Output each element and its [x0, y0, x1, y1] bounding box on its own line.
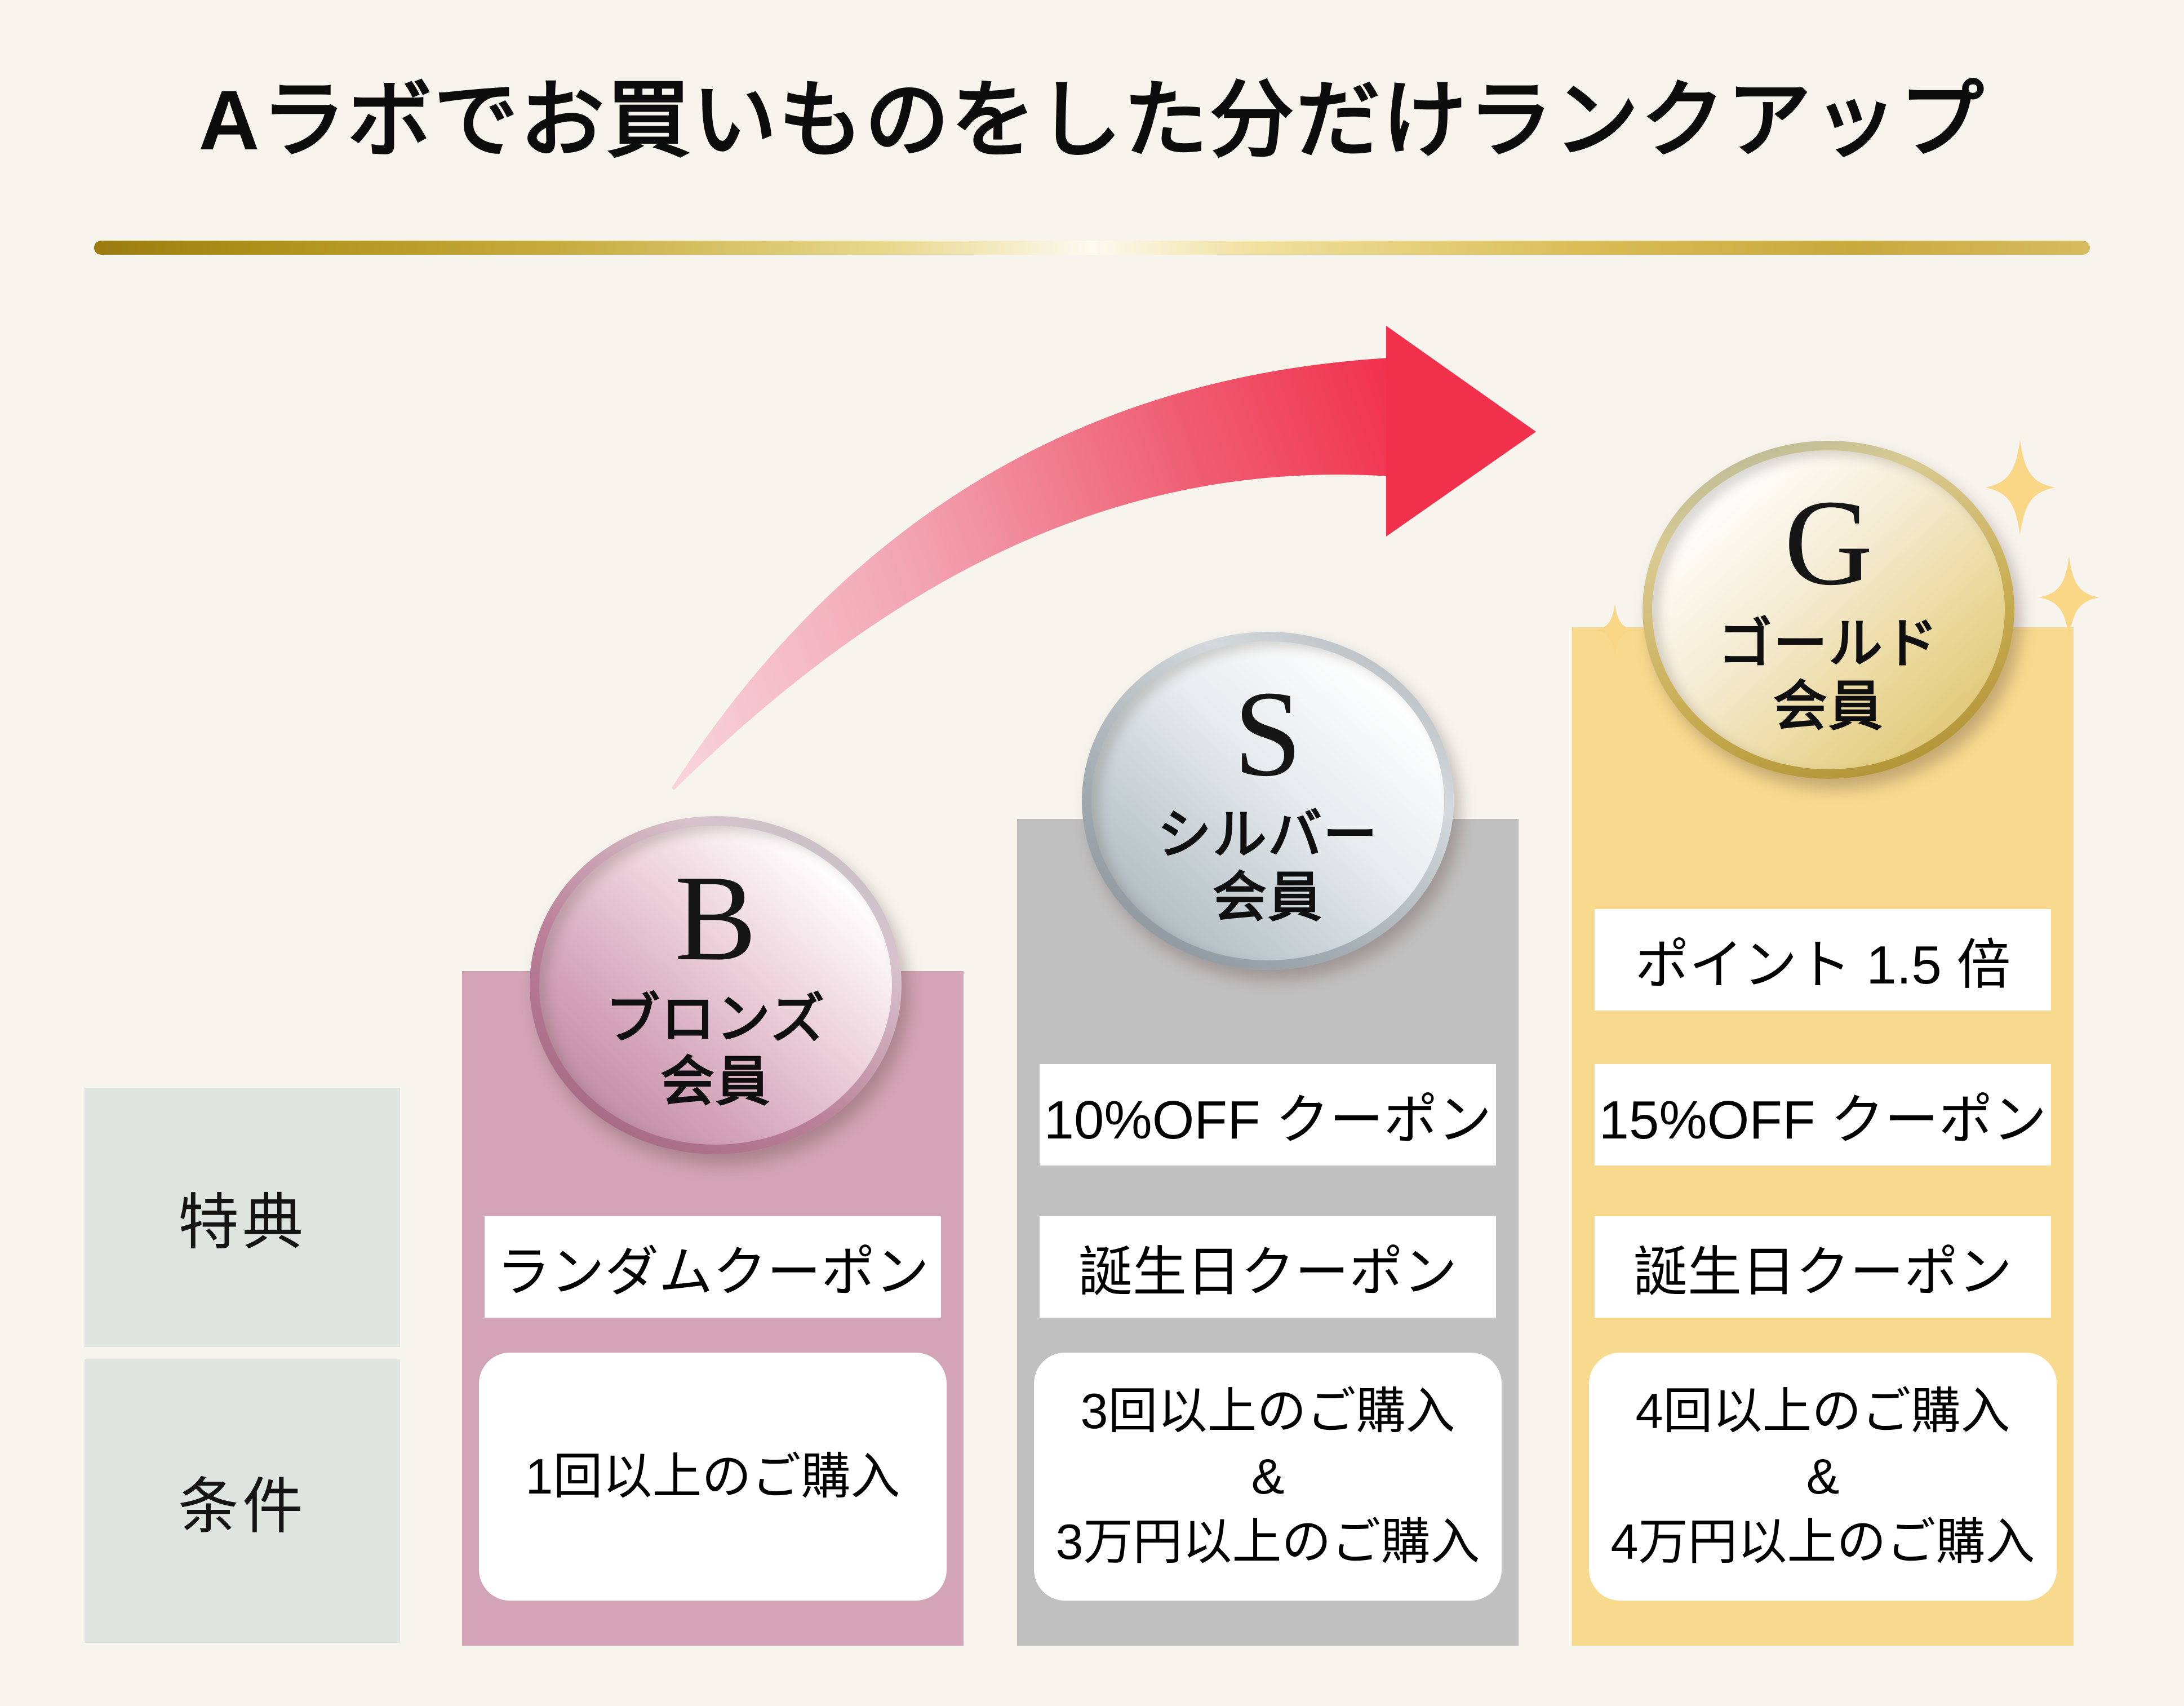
condition-line: 3回以上のご購入: [1080, 1382, 1455, 1439]
page-title: Aラボでお買いものをした分だけランクアップ: [198, 73, 1986, 167]
condition-line: &: [1806, 1448, 1840, 1504]
silver-condition-box: 3回以上のご購入 & 3万円以上のご購入: [1034, 1353, 1502, 1601]
gold-benefit-birthday-coupon: 誕生日クーポン: [1595, 1216, 2051, 1318]
gold-benefit-points: ポイント 1.5 倍: [1595, 909, 2051, 1011]
gold-condition-box: 4回以上のご購入 & 4万円以上のご購入: [1589, 1353, 2057, 1601]
bronze-medal-member: 会員: [660, 1052, 771, 1112]
gold-medal-member: 会員: [1773, 676, 1884, 737]
condition-line: 3万円以上のご購入: [1055, 1514, 1480, 1570]
sparkle-icon: [1985, 440, 2055, 535]
gold-medal-face: G ゴールド 会員: [1652, 450, 2005, 769]
silver-medal-member: 会員: [1213, 867, 1323, 928]
condition-line: &: [1251, 1448, 1285, 1504]
gold-divider-line: [94, 241, 2090, 255]
silver-medal-letter: S: [1233, 666, 1302, 802]
condition-line: 4回以上のご購入: [1635, 1382, 2010, 1439]
bronze-benefit-random-coupon: ランダムクーポン: [485, 1216, 941, 1318]
silver-benefit-coupon-off: 10%OFF クーポン: [1040, 1064, 1496, 1166]
benefit-row-label-box: 特典: [85, 1088, 400, 1347]
condition-line: 1回以上のご購入: [525, 1448, 900, 1504]
silver-medal: S シルバー 会員: [1082, 632, 1454, 970]
condition-row-label: 条件: [177, 1472, 307, 1540]
gold-medal-letter: G: [1784, 475, 1873, 611]
gold-medal: G ゴールド 会員: [1643, 441, 2014, 779]
sparkle-icon: [2039, 556, 2099, 639]
gold-benefit-coupon-off: 15%OFF クーポン: [1595, 1064, 2051, 1166]
bronze-medal-face: B ブロンズ 会員: [539, 826, 892, 1145]
gold-medal-name: ゴールド: [1718, 613, 1939, 674]
silver-medal-face: S シルバー 会員: [1091, 641, 1444, 960]
benefit-row-label: 特典: [177, 1188, 307, 1256]
silver-medal-name: シルバー: [1157, 804, 1378, 865]
bronze-medal: B ブロンズ 会員: [530, 816, 902, 1154]
bronze-condition-box: 1回以上のご購入: [479, 1353, 947, 1601]
condition-line: 4万円以上のご購入: [1610, 1514, 2035, 1570]
bronze-medal-letter: B: [674, 850, 757, 986]
condition-row-label-box: 条件: [85, 1359, 400, 1643]
bronze-medal-name: ブロンズ: [605, 989, 826, 1049]
silver-benefit-birthday-coupon: 誕生日クーポン: [1040, 1216, 1496, 1318]
